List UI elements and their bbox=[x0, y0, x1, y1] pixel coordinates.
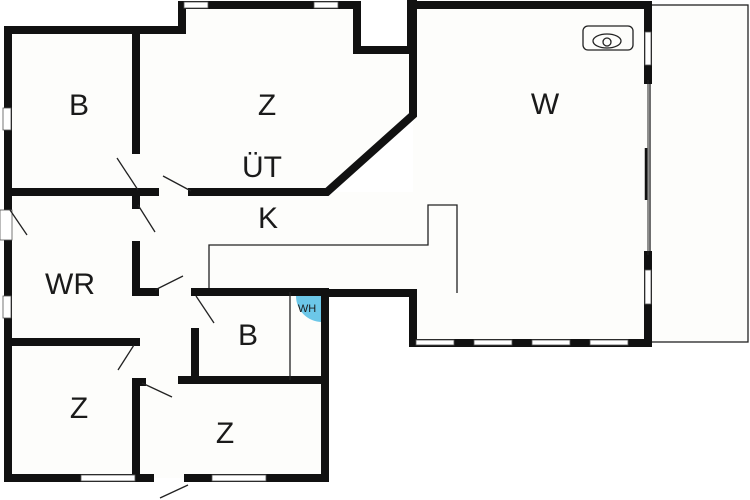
window bbox=[2, 107, 12, 131]
window bbox=[644, 269, 652, 305]
room-label-washroom: WR bbox=[45, 268, 95, 301]
room-label-z-3: Z bbox=[216, 417, 234, 450]
floor-area bbox=[8, 4, 749, 478]
room-label-z: Z bbox=[258, 89, 276, 122]
window bbox=[183, 1, 209, 9]
walls bbox=[4, 0, 652, 482]
room-label-utility: ÜT bbox=[242, 151, 282, 184]
room-label-kitchen: K bbox=[258, 202, 278, 235]
window bbox=[415, 339, 455, 346]
window bbox=[313, 1, 339, 9]
balcony bbox=[649, 4, 749, 343]
window bbox=[80, 474, 136, 482]
door-swings bbox=[9, 157, 215, 499]
window bbox=[211, 474, 267, 482]
room-label-bath: B bbox=[238, 319, 258, 352]
window bbox=[644, 31, 652, 66]
sink-icon bbox=[582, 25, 634, 51]
window bbox=[2, 295, 12, 319]
room-label-z-2: Z bbox=[70, 392, 88, 425]
window bbox=[589, 339, 629, 346]
room-label-living: W bbox=[531, 88, 560, 121]
windows bbox=[0, 1, 652, 482]
water-heater-icon bbox=[296, 296, 322, 322]
room-label-bedroom: B bbox=[69, 89, 89, 122]
window bbox=[473, 339, 513, 346]
kitchen-counter bbox=[208, 204, 458, 293]
water-heater-label: WH bbox=[298, 303, 316, 315]
window bbox=[531, 339, 571, 346]
